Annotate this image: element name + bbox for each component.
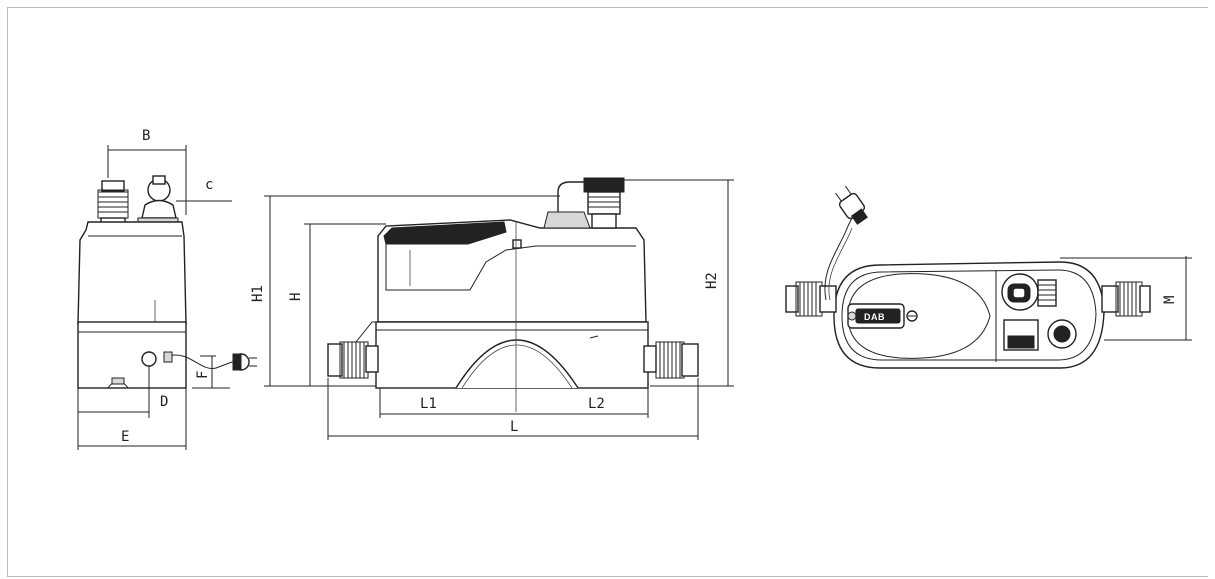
side-view	[77, 175, 257, 389]
front-view	[327, 177, 699, 412]
dab-logo: DAB	[847, 303, 905, 329]
top-left-fitting	[785, 281, 837, 317]
side-cable	[167, 354, 233, 369]
dim-label-h: H	[288, 293, 304, 301]
frame-border	[7, 7, 1208, 577]
dim-label-d: D	[160, 394, 168, 410]
dim-label-m: M	[1162, 296, 1178, 304]
dim-label-h2: H2	[704, 272, 720, 289]
front-dimensions: H1 H H2 L1 L2 L	[250, 179, 734, 440]
dab-logo-text: DAB	[864, 312, 885, 322]
dim-label-e: E	[121, 429, 129, 445]
side-plug	[232, 353, 257, 371]
top-cable	[824, 217, 853, 301]
top-cover	[847, 273, 991, 359]
dim-label-l1: L1	[420, 396, 437, 412]
front-right-fitting	[643, 341, 699, 379]
side-drain-port	[141, 351, 157, 367]
top-outlet-port	[1003, 319, 1077, 351]
dim-label-b: B	[142, 128, 150, 144]
top-view: DAB	[785, 185, 1151, 369]
dim-label-f: F	[195, 371, 211, 379]
front-left-fitting	[327, 341, 379, 379]
dim-label-l: L	[510, 419, 518, 435]
side-dimensions: B c F D E	[77, 128, 232, 450]
front-top-fitting	[543, 177, 625, 229]
dim-label-l2: L2	[588, 396, 605, 412]
front-base-arch	[455, 339, 579, 389]
top-vent-port	[1001, 273, 1057, 311]
side-body	[77, 221, 187, 325]
top-dimensions: M	[1060, 256, 1192, 341]
top-plug	[835, 185, 868, 225]
dim-label-c: c	[205, 177, 213, 193]
top-right-fitting	[1101, 281, 1151, 317]
dim-label-h1: H1	[250, 285, 266, 302]
